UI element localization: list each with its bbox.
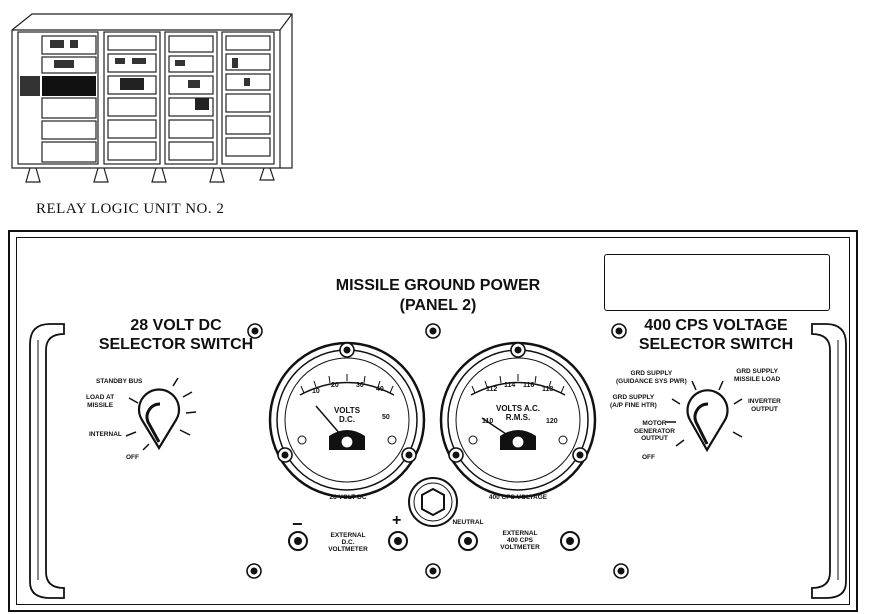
dc-meter-face-line1: VOLTS: [333, 406, 361, 415]
dc-tick-label: 30: [356, 382, 364, 389]
dc-position-load-at-missile: LOAD AT MISSILE: [86, 394, 115, 409]
ac-position-guidance-sys-pwr: GRD SUPPLY (GUIDANCE SYS PWR): [616, 370, 687, 385]
panel-title-line1: MISSILE GROUND POWER: [335, 277, 541, 294]
screw-icon: [247, 323, 263, 339]
panel-title-line2: (PANEL 2): [399, 297, 477, 314]
ac-position-off: OFF: [642, 454, 655, 461]
dc-position-internal: INTERNAL: [89, 431, 122, 438]
ac-position-missile-load: GRD SUPPLY MISSILE LOAD: [734, 368, 781, 383]
relay-logic-unit-caption: RELAY LOGIC UNIT NO. 2: [36, 201, 225, 217]
dc-tick-label: 10: [312, 388, 320, 395]
ac-meter-face-line1: VOLTS A.C.: [496, 404, 540, 413]
ac-position-motor-generator: MOTOR GENERATOR OUTPUT: [634, 420, 675, 442]
dc-tick-label: 20: [331, 382, 339, 389]
dc-voltmeter: [268, 341, 426, 499]
jack-ac-neutral[interactable]: [458, 531, 478, 551]
left-handle[interactable]: [29, 323, 65, 599]
ac-selector-switch[interactable]: [666, 380, 743, 453]
external-400cps-voltmeter-label: EXTERNAL 400 CPS VOLTMETER: [500, 530, 540, 551]
ac-tick-label: 120: [546, 418, 558, 425]
neutral-label: NEUTRAL: [452, 519, 484, 526]
dc-selector-switch[interactable]: [125, 377, 197, 451]
dc-position-off: OFF: [126, 454, 139, 461]
panel-frame: [8, 230, 858, 612]
jack-minus-label: −: [292, 514, 303, 534]
dc-switch-heading-line2: SELECTOR SWITCH: [98, 336, 254, 353]
right-handle[interactable]: [811, 323, 847, 599]
relay-logic-unit-illustration: [11, 13, 293, 183]
hex-knob[interactable]: [408, 477, 458, 527]
screw-icon: [425, 563, 441, 579]
ac-tick-label: 112: [486, 386, 498, 393]
ac-tick-label: 114: [504, 382, 516, 389]
dc-position-standby-bus: STANDBY BUS: [96, 378, 143, 385]
panel-inner-frame: [16, 237, 850, 605]
screw-icon: [246, 563, 262, 579]
screw-icon: [613, 563, 629, 579]
ac-tick-label: 118: [542, 386, 554, 393]
ac-meter-face-line2: R.M.S.: [505, 413, 531, 422]
panel-title: MISSILE GROUND POWER (PANEL 2): [300, 276, 576, 316]
jack-ac-400cps[interactable]: [560, 531, 580, 551]
dc-meter-face-line2: D.C.: [339, 415, 355, 424]
dc-switch-heading-line1: 28 VOLT DC: [130, 317, 222, 334]
dc-meter-face-label: VOLTS D.C.: [322, 406, 372, 424]
ac-switch-heading-line2: SELECTOR SWITCH: [638, 336, 794, 353]
ac-tick-label: 116: [523, 382, 535, 389]
screw-icon: [425, 323, 441, 339]
dc-meter-label: 28 VOLT DC: [329, 494, 367, 501]
ac-tick-label: 110: [482, 418, 494, 425]
dc-switch-heading: 28 VOLT DC SELECTOR SWITCH: [76, 316, 276, 354]
dc-tick-label: 50: [382, 414, 390, 421]
dc-tick-label: 40: [376, 386, 384, 393]
jack-plus-label: +: [392, 512, 402, 529]
ac-switch-heading: 400 CPS VOLTAGE SELECTOR SWITCH: [628, 316, 804, 354]
screw-icon: [611, 323, 627, 339]
ac-voltmeter: [439, 341, 597, 499]
ac-meter-face-label: VOLTS A.C. R.M.S.: [490, 404, 546, 422]
jack-dc-plus[interactable]: [388, 531, 408, 551]
ac-switch-heading-line1: 400 CPS VOLTAGE: [644, 317, 788, 334]
external-dc-voltmeter-label: EXTERNAL D.C. VOLTMETER: [328, 532, 368, 553]
ac-meter-label: 400 CPS VOLTAGE: [488, 494, 548, 501]
ac-position-ap-fine-htr: GRD SUPPLY (A/P FINE HTR): [610, 394, 657, 409]
jack-dc-minus[interactable]: [288, 531, 308, 551]
nameplate-window: [604, 254, 830, 311]
ac-position-inverter-output: INVERTER OUTPUT: [748, 398, 781, 413]
